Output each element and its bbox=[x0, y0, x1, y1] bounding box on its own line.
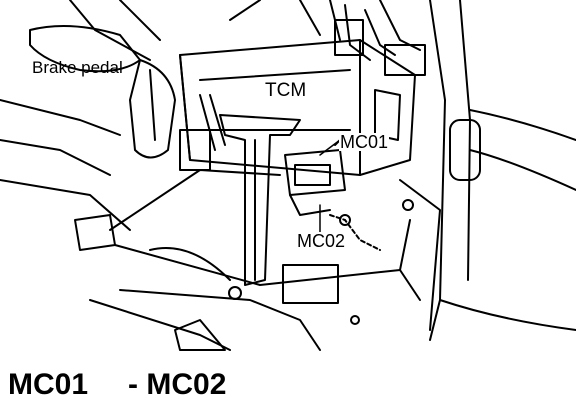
leader-lines bbox=[319, 139, 341, 236]
connector-mc01-mc02 bbox=[284, 139, 381, 251]
tcm-label: TCM bbox=[265, 80, 307, 101]
mc02-label: MC02 bbox=[296, 231, 347, 251]
mc01-label: MC01 bbox=[339, 132, 390, 152]
caption-left: MC01 bbox=[8, 368, 89, 401]
figure-caption: MC01 - MC02 bbox=[8, 370, 226, 400]
brake-pedal-shape bbox=[129, 59, 176, 159]
steering-column-outline bbox=[0, 0, 161, 231]
lower-console bbox=[74, 169, 421, 351]
brake-pedal-label: Brake pedal bbox=[32, 58, 123, 77]
center-bracket bbox=[219, 114, 301, 286]
caption-right: - MC02 bbox=[128, 368, 227, 401]
wiring-harness bbox=[179, 0, 426, 171]
tcm-housing bbox=[179, 39, 416, 176]
right-panel bbox=[399, 0, 576, 341]
